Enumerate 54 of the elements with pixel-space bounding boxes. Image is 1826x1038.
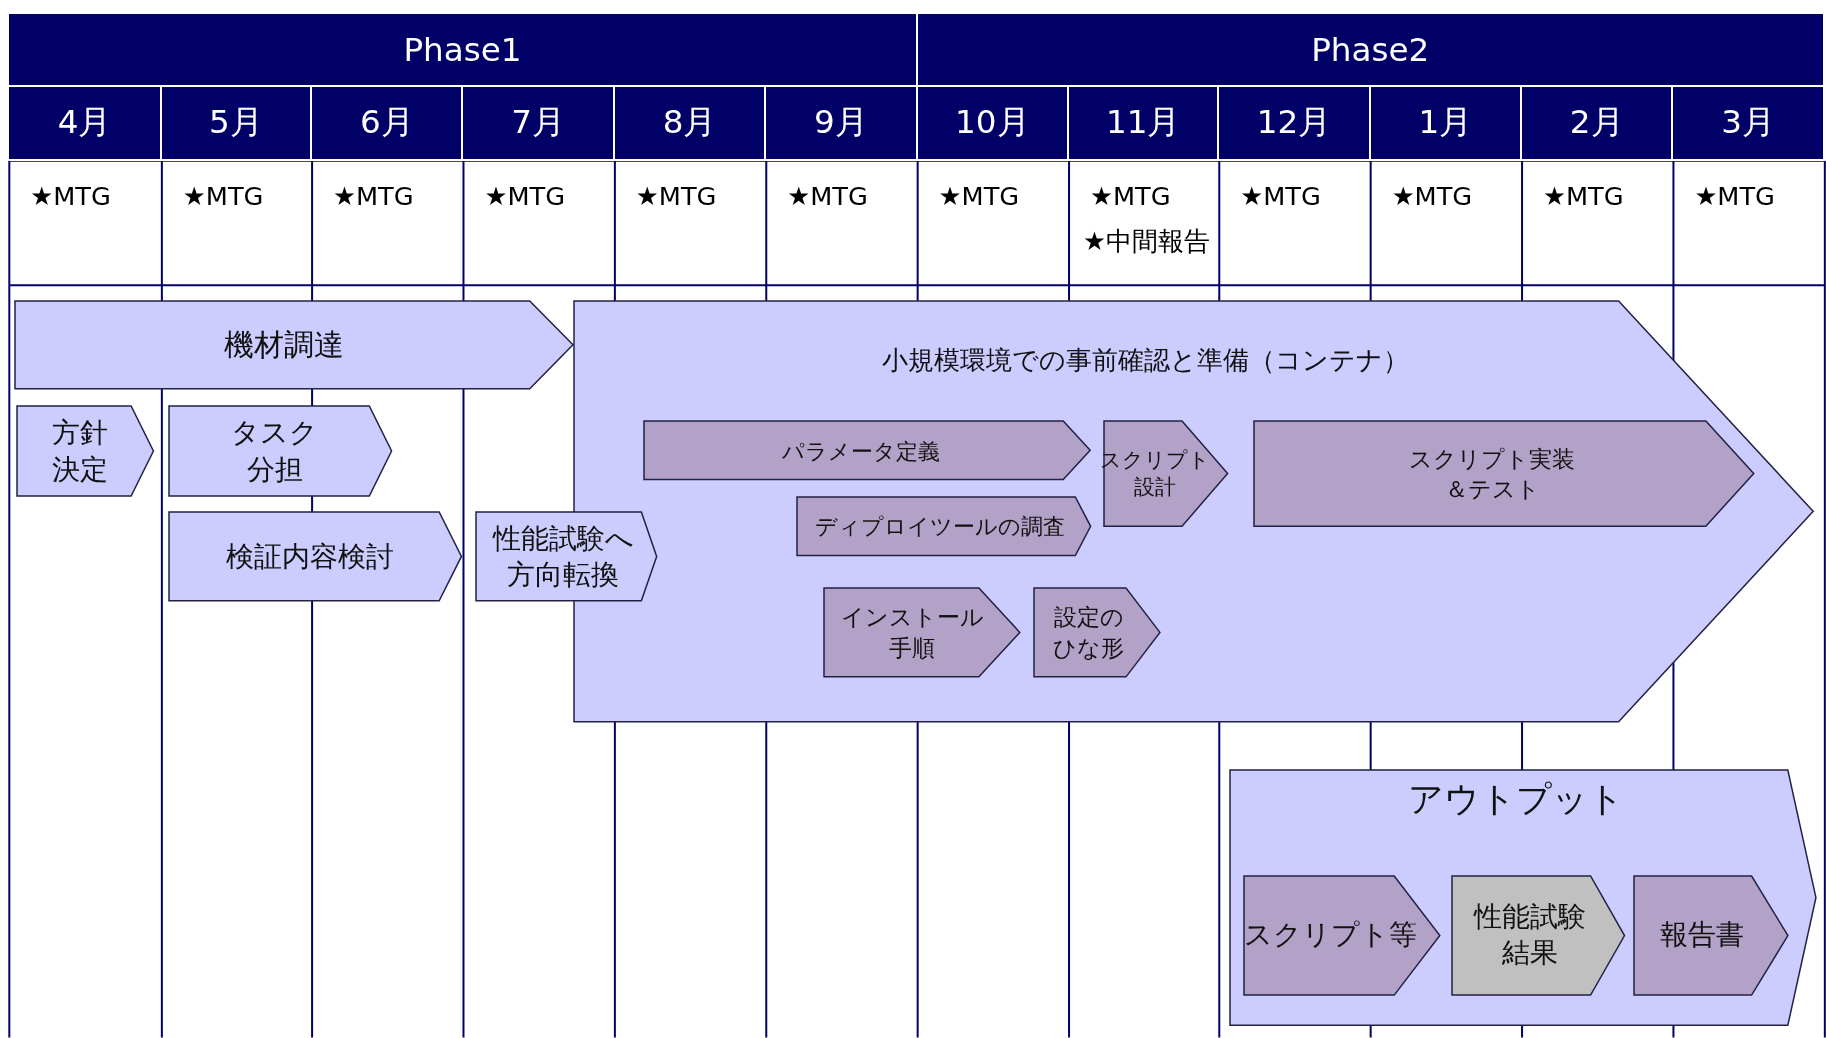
milestone-note: ★中間報告 xyxy=(1083,225,1210,257)
task-label: パラメータ定義 xyxy=(781,436,940,465)
task-bar xyxy=(1254,420,1755,528)
month-header: 5月 xyxy=(161,87,313,161)
month-header: 9月 xyxy=(766,87,918,161)
task-bar xyxy=(476,511,658,603)
task-label: 検証内容検討 xyxy=(225,538,394,575)
task-bar xyxy=(15,300,575,391)
milestone-note: ★MTG xyxy=(182,180,264,212)
task-bar xyxy=(1452,874,1626,996)
task-label: 機材調達 xyxy=(223,326,344,365)
milestone-note: ★MTG xyxy=(1090,180,1171,212)
month-header: 12月 xyxy=(1219,87,1371,161)
phase-header: Phase1 xyxy=(9,13,918,88)
milestone-note: ★MTG xyxy=(333,180,414,212)
task-label: 小規模環境での事前確認と準備（コンテナ） xyxy=(881,344,1409,378)
task-label: 性能試験へ方向転換 xyxy=(491,520,635,593)
task-label: アウトプット xyxy=(1407,778,1624,822)
phase-header: Phase2 xyxy=(917,13,1825,88)
task-label: 報告書 xyxy=(1659,916,1744,953)
task-label: インストール手順 xyxy=(839,602,985,663)
task-bar xyxy=(168,511,463,603)
task-bar xyxy=(1103,420,1229,528)
month-header: 1月 xyxy=(1370,87,1523,161)
task-bar xyxy=(1034,586,1161,678)
month-header: 4月 xyxy=(9,87,162,161)
task-label: スクリプト実装＆テスト xyxy=(1408,443,1577,504)
month-header: 8月 xyxy=(614,87,767,161)
milestone-note: ★MTG xyxy=(1391,180,1473,212)
month-header: 6月 xyxy=(312,87,464,161)
milestone-note: ★MTG xyxy=(1240,180,1321,212)
milestone-note: ★MTG xyxy=(484,180,565,212)
month-header: 7月 xyxy=(463,87,615,161)
task-bar xyxy=(168,405,393,498)
milestone-note: ★MTG xyxy=(635,180,717,212)
month-header: 11月 xyxy=(1069,87,1220,161)
task-bar xyxy=(17,405,155,498)
task-label: 設定のひな形 xyxy=(1052,602,1126,663)
month-header: 10月 xyxy=(917,87,1070,161)
task-label: 方針決定 xyxy=(51,414,110,488)
milestone-note: ★MTG xyxy=(787,180,868,212)
task-label: 性能試験結果 xyxy=(1472,898,1588,972)
milestone-note: ★MTG xyxy=(938,180,1020,212)
milestone-note: ★MTG xyxy=(1694,180,1775,212)
milestone-note: ★MTG xyxy=(1543,180,1624,212)
task-bar xyxy=(796,496,1092,557)
task-label: スクリプト等 xyxy=(1243,916,1417,953)
month-header: 3月 xyxy=(1673,87,1825,161)
task-bar xyxy=(1229,768,1817,1026)
milestone-note: ★MTG xyxy=(30,180,111,212)
task-label: ディプロイツールの調査 xyxy=(814,511,1065,541)
month-header: 2月 xyxy=(1522,87,1674,161)
task-label: タスク分担 xyxy=(230,414,320,488)
task-bar xyxy=(643,420,1092,481)
